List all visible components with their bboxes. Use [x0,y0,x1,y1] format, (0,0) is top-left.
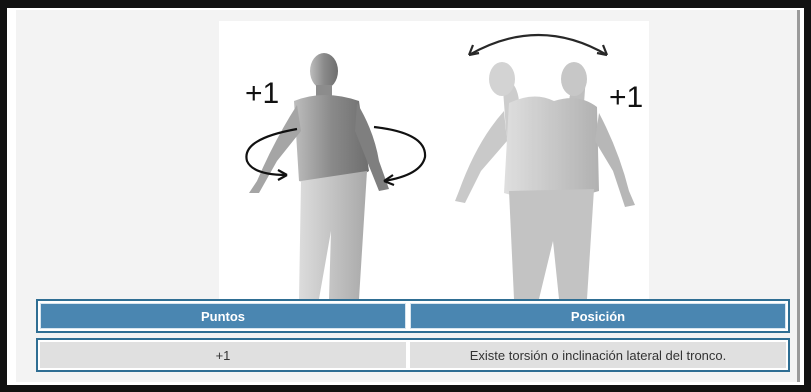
left-score-label: +1 [245,77,279,111]
row-posicion: Existe torsión o inclinación lateral del… [410,342,786,368]
table-header-row: Puntos Posición [36,299,790,333]
posture-figures [219,21,649,299]
row-puntos: +1 [40,342,406,368]
table-row: +1 Existe torsión o inclinación lateral … [36,338,790,372]
bending-figure [455,35,635,299]
header-posicion: Posición [410,303,786,329]
trunk-posture-illustration: +1 +1 [219,21,649,299]
right-score-label: +1 [609,81,643,115]
header-puntos: Puntos [40,303,406,329]
